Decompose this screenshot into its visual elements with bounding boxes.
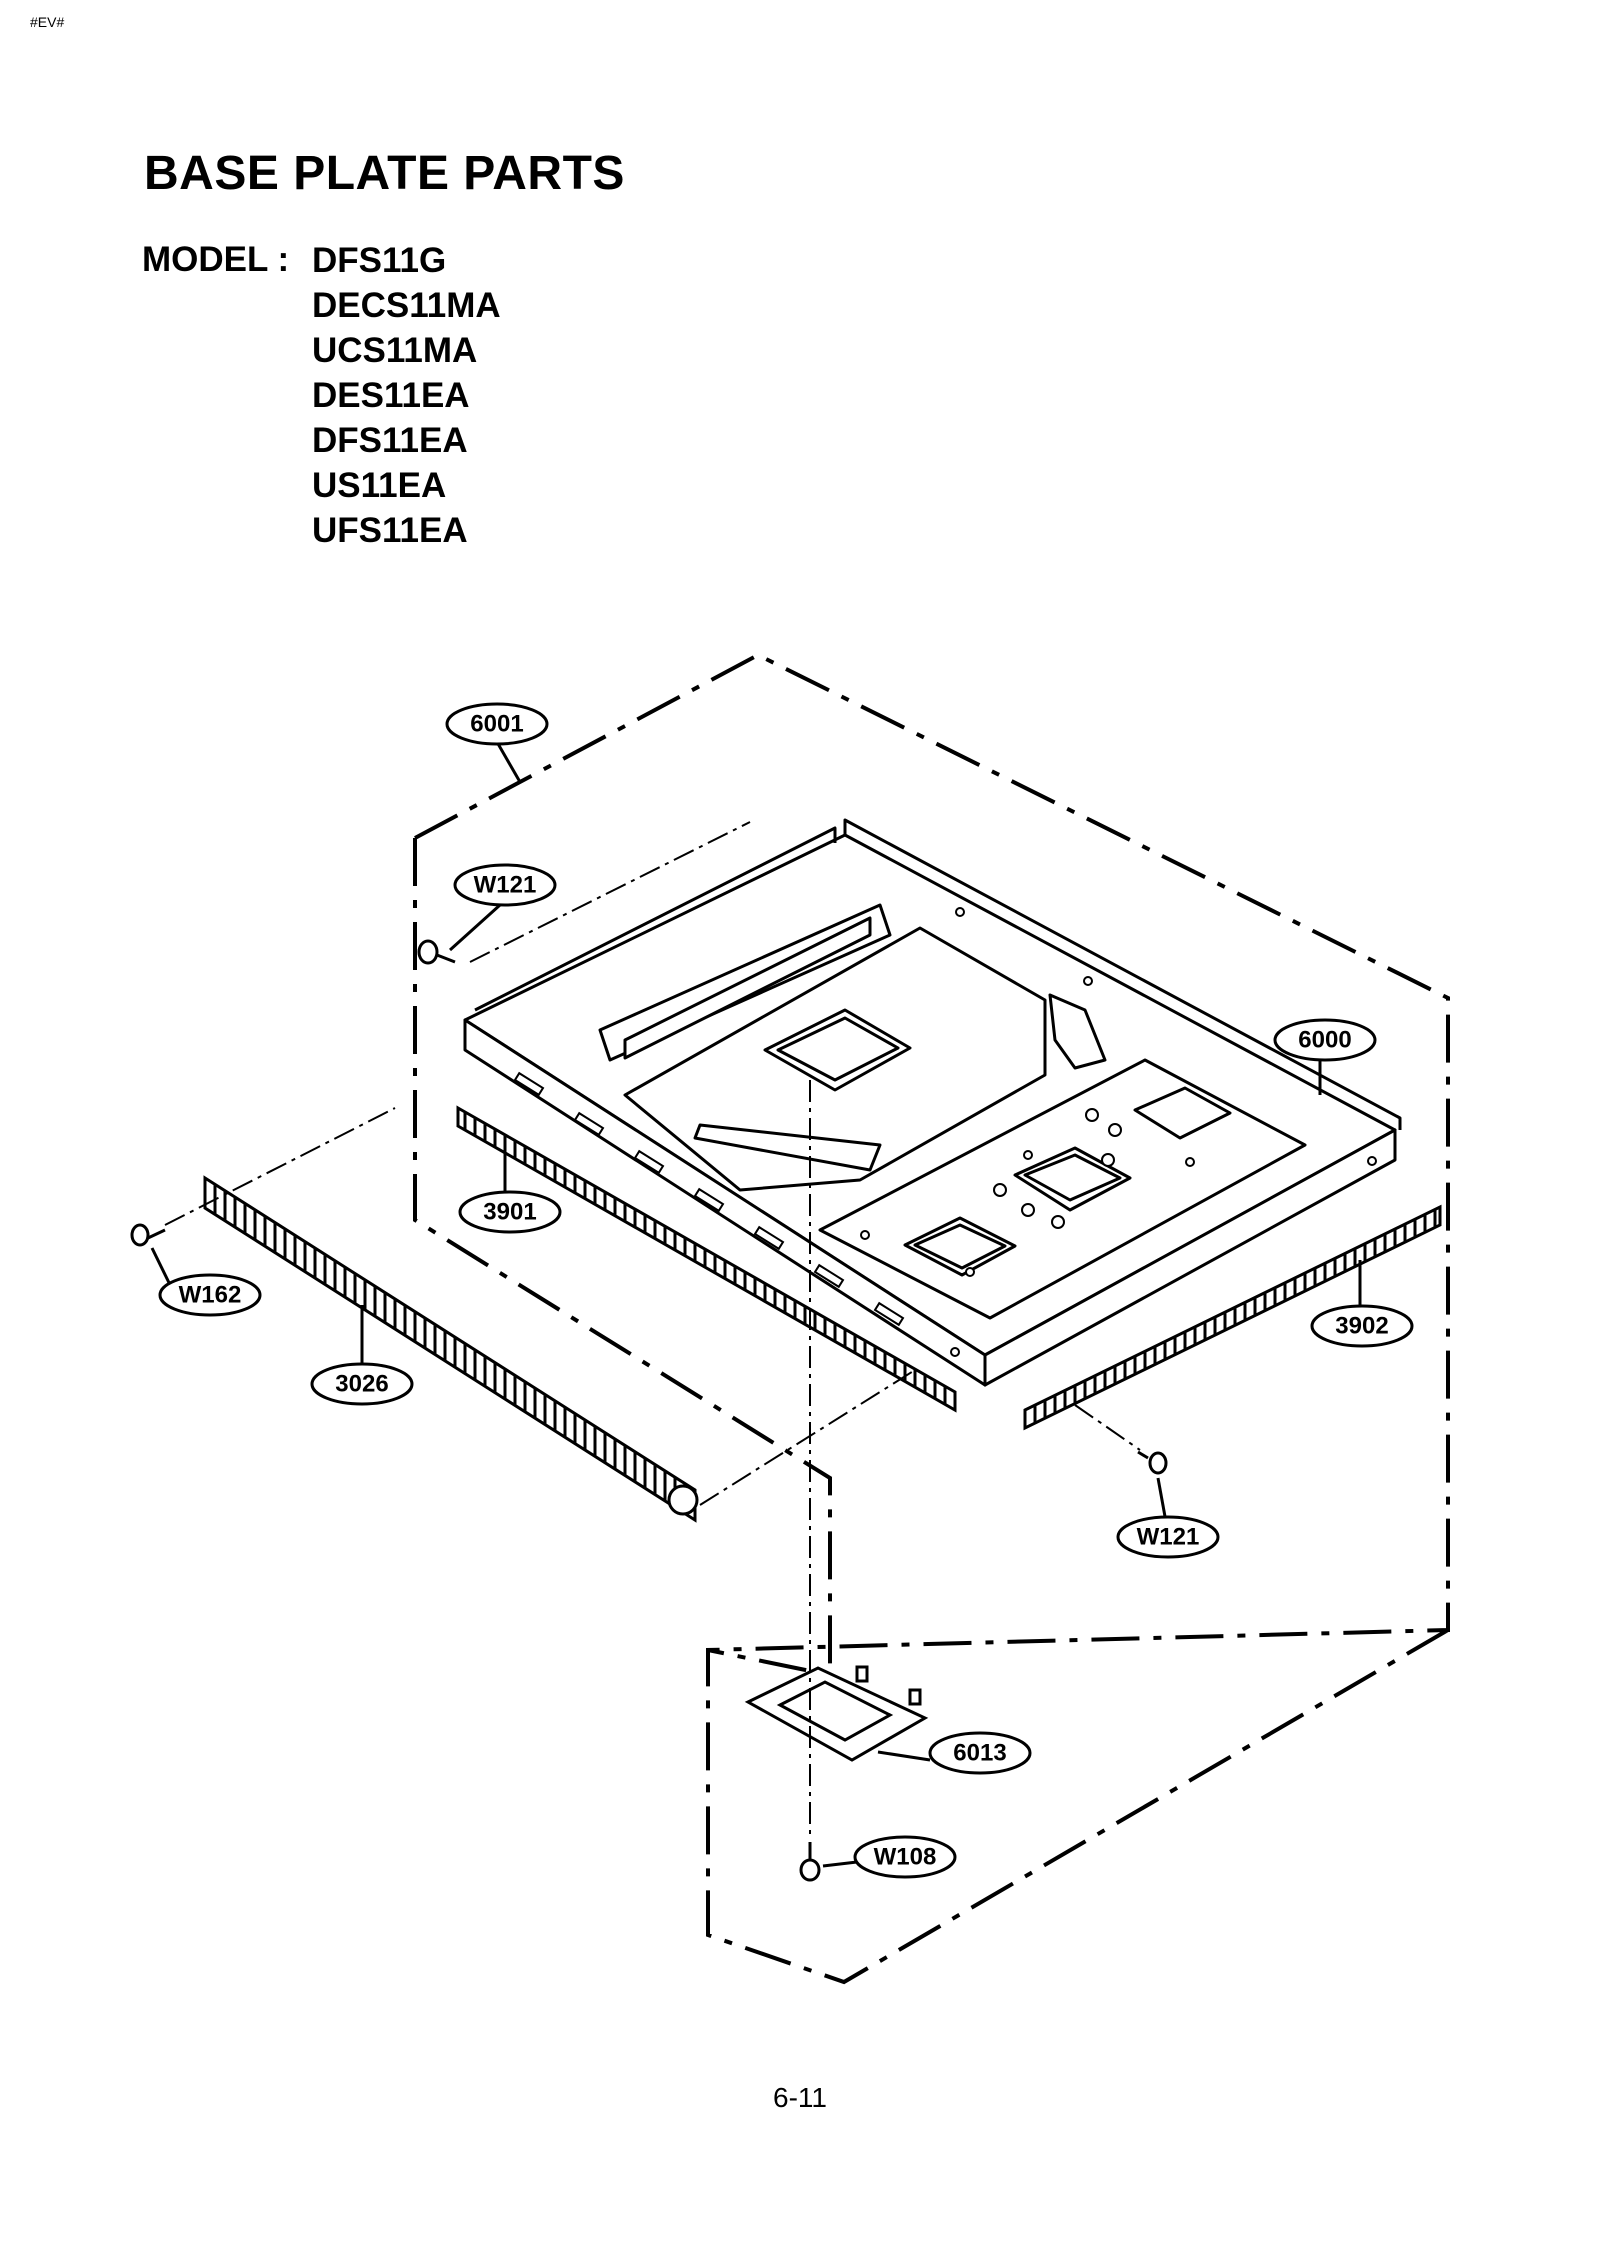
gasket-strip-right xyxy=(1023,1204,1442,1431)
base-plate-part xyxy=(463,818,1402,1387)
corner-mark: #EV# xyxy=(30,14,65,30)
screw-icon xyxy=(130,939,1168,1882)
callout-w108: W108 xyxy=(874,1843,937,1870)
page-number: 6-11 xyxy=(773,2082,827,2113)
model-item: UFS11EA xyxy=(312,511,468,550)
callout-3026: 3026 xyxy=(335,1370,388,1397)
model-label: MODEL : xyxy=(142,240,290,279)
callout-6013: 6013 xyxy=(953,1739,1006,1766)
model-item: US11EA xyxy=(312,466,447,505)
model-item: DES11EA xyxy=(312,376,470,415)
gasket-strip-front xyxy=(456,1105,957,1413)
model-item: DECS11MA xyxy=(312,286,501,325)
callout-6001: 6001 xyxy=(470,710,523,737)
model-item: DFS11G xyxy=(312,241,447,280)
assembly-guide-lines xyxy=(164,821,1141,1840)
callout-6000: 6000 xyxy=(1298,1026,1351,1053)
model-item: DFS11EA xyxy=(312,421,468,460)
callout-leaders xyxy=(150,741,1362,1868)
assembly-boundary xyxy=(414,652,1450,1985)
page-title: BASE PLATE PARTS xyxy=(144,147,625,200)
callout-w121-bottom: W121 xyxy=(1137,1523,1200,1550)
callout-w121-top: W121 xyxy=(474,871,537,898)
model-list: DFS11G DECS11MA UCS11MA DES11EA DFS11EA … xyxy=(312,240,501,553)
callout-w162: W162 xyxy=(179,1281,242,1308)
callouts: 6001 W121 6000 3901 W162 3026 3902 W121 … xyxy=(158,702,1414,1879)
callout-3901: 3901 xyxy=(483,1198,536,1225)
base-plate-holes xyxy=(860,907,1377,1357)
grille-knob xyxy=(667,1484,699,1516)
base-cover-part xyxy=(744,1665,929,1762)
assembly-boundary-left xyxy=(413,838,832,1678)
front-lip-slots xyxy=(513,1071,905,1327)
callout-3902: 3902 xyxy=(1335,1312,1388,1339)
model-item: UCS11MA xyxy=(312,331,478,370)
front-grille-part xyxy=(203,1175,697,1523)
